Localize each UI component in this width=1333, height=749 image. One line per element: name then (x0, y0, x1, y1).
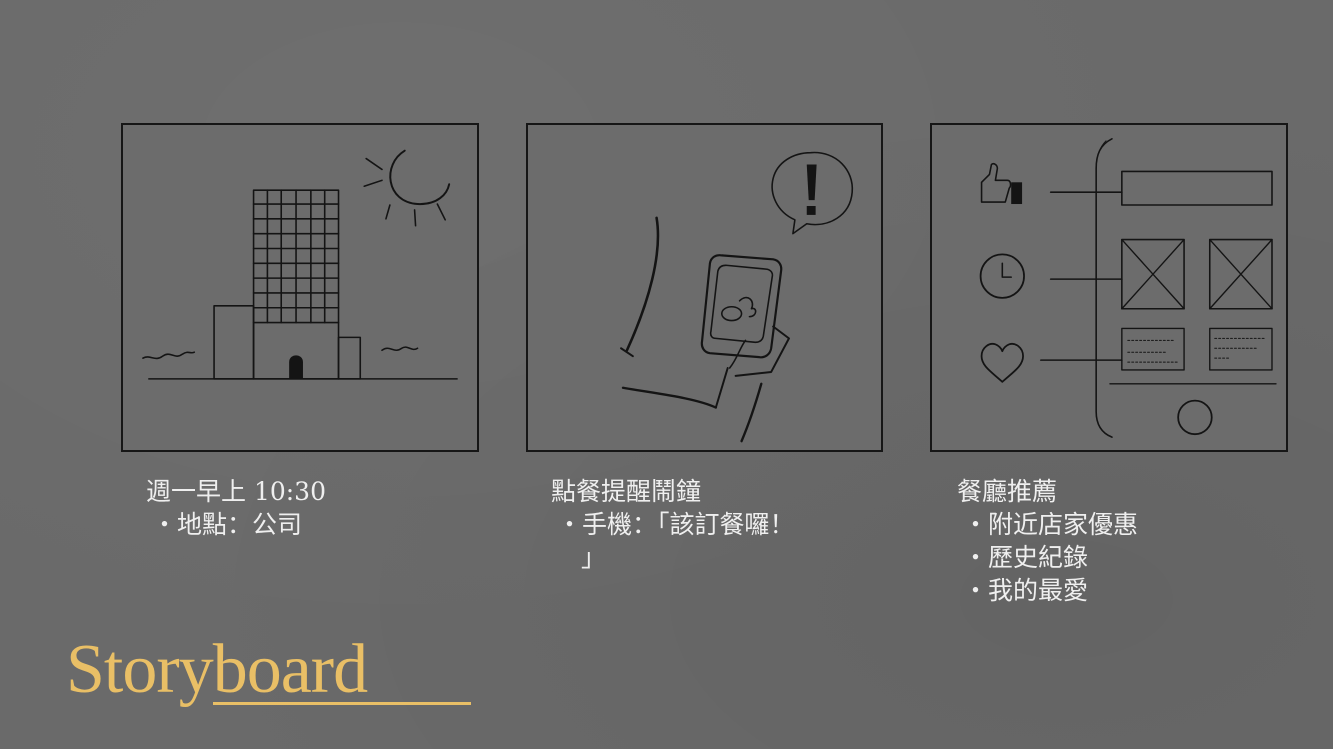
caption-item: ・手機：「該訂餐囉！ (557, 510, 795, 539)
panel-1-caption: 週一早上 10:30 ・地點：公司 (146, 475, 326, 541)
storyboard-panel-office (121, 123, 479, 452)
caption-item: ・我的最愛 (963, 576, 1089, 605)
caption-title: 餐廳推薦 (957, 477, 1058, 506)
caption-item: 」 (581, 543, 607, 572)
restaurant-app-wireframe-icon (979, 138, 1277, 438)
title-underline (213, 702, 471, 705)
slide-title: Storyboard (66, 631, 368, 708)
storyboard-panel-phone-alert (526, 123, 883, 452)
panel-3-caption: 餐廳推薦 ・附近店家優惠 ・歷史紀錄 ・我的最愛 (957, 475, 1138, 607)
hand-holding-phone-with-alert-icon (620, 151, 853, 443)
caption-item: ・地點：公司 (152, 510, 303, 539)
office-building-with-sun-icon (142, 149, 458, 380)
caption-title: 週一早上 10:30 (146, 477, 326, 506)
storyboard-panel-app-wireframe (930, 123, 1288, 452)
caption-item: ・歷史紀錄 (963, 543, 1089, 572)
caption-title: 點餐提醒鬧鐘 (551, 477, 702, 506)
caption-item: ・附近店家優惠 (963, 510, 1139, 539)
panel-2-caption: 點餐提醒鬧鐘 ・手機：「該訂餐囉！ 」 (551, 475, 795, 574)
